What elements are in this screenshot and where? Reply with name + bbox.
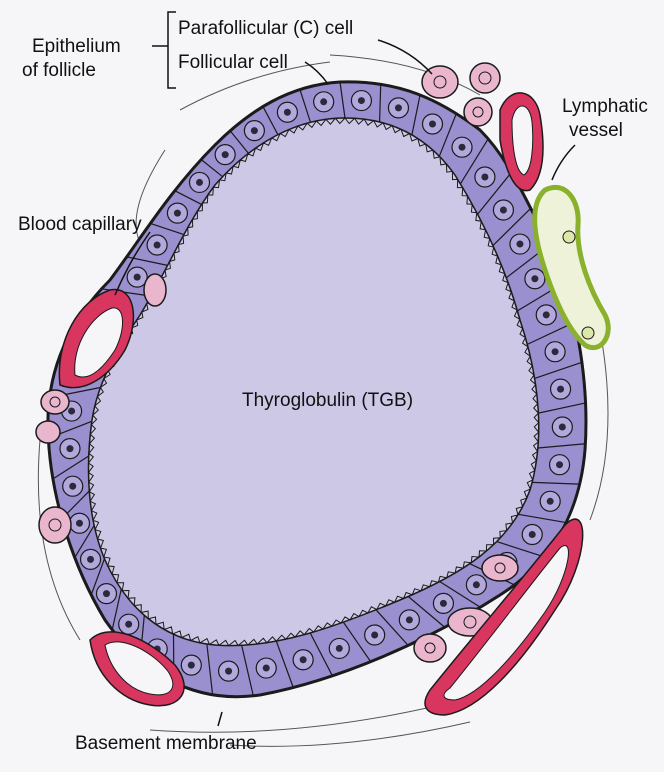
lymphatic-vessel: [532, 185, 611, 351]
nucleolus: [499, 206, 507, 214]
nucleolus: [262, 664, 270, 672]
nucleolus: [335, 644, 343, 652]
cell-boundary: [241, 645, 254, 696]
parafollicular-nuclei: [48, 71, 506, 654]
cell-boundary: [438, 113, 457, 157]
nucleolus: [428, 120, 436, 128]
connective-tissue-fibers: [37, 54, 609, 747]
nucleolus: [556, 461, 564, 469]
nucleolus: [195, 178, 203, 186]
cell-boundary: [375, 609, 409, 646]
lymphatic-label-line1: Lymphatic: [562, 96, 648, 117]
cell-boundary: [262, 106, 279, 135]
nucleolus: [394, 104, 402, 112]
nucleolus: [458, 143, 466, 151]
cell-boundary: [111, 589, 122, 630]
nucleolus: [546, 497, 554, 505]
cell-boundary: [407, 596, 446, 628]
parafollicular-label: Parafollicular (C) cell: [178, 18, 354, 39]
follicular-cell-label: Follicular cell: [178, 52, 288, 73]
cell-boundary: [378, 84, 382, 122]
cell-boundary: [206, 643, 214, 695]
cell-boundary: [74, 525, 95, 558]
nucleolus: [221, 151, 229, 159]
nucleolus: [68, 407, 76, 415]
nucleolus: [299, 656, 307, 664]
cell-boundary: [537, 443, 586, 449]
cell-boundary: [459, 138, 489, 185]
nucleolus: [371, 631, 379, 639]
nucleolus: [69, 482, 77, 490]
lymphatic-cells: [562, 230, 595, 340]
nucleolus: [87, 555, 95, 563]
cell-boundary: [492, 207, 532, 247]
nucleolus: [225, 667, 233, 675]
nucleolus: [75, 519, 83, 527]
nucleolus: [102, 590, 110, 598]
nucleolus: [551, 348, 559, 356]
nucleolus: [250, 127, 258, 135]
cell-boundary: [52, 455, 90, 480]
cell-boundary: [299, 89, 312, 123]
nucleolus: [439, 599, 447, 607]
cell-boundary: [439, 581, 481, 608]
cell-boundary: [309, 632, 333, 677]
nucleolus: [320, 98, 328, 106]
thyroglobulin-label: Thyroglobulin (TGB): [242, 390, 414, 411]
cell-boundary: [342, 621, 372, 662]
nucleolus: [531, 275, 539, 283]
cell-boundary: [411, 94, 421, 135]
epithelium-label-line1: Epithelium: [32, 36, 121, 57]
nucleolus: [173, 209, 181, 217]
nucleolus: [528, 530, 536, 538]
cell-boundary: [90, 558, 106, 596]
cell-boundary: [200, 159, 223, 178]
nucleolus: [283, 108, 291, 116]
follicular-cells: [48, 81, 586, 696]
basement-membrane-label: Basement membrane: [75, 733, 257, 754]
cell-boundary: [518, 513, 567, 524]
nucleolus: [187, 661, 195, 669]
nucleolus: [516, 240, 524, 248]
cell-boundary: [496, 541, 545, 558]
lymphatic-label-line2: vessel: [569, 120, 623, 141]
nucleolus: [558, 423, 566, 431]
cell-boundary: [275, 640, 294, 688]
cell-boundary: [477, 171, 512, 215]
microvilli-fringe: [87, 117, 540, 647]
leader-lines: [114, 11, 576, 727]
nucleolus: [153, 241, 161, 249]
nucleolus: [133, 273, 141, 281]
nucleolus: [557, 385, 565, 393]
cell-boundary: [532, 481, 580, 485]
nucleolus: [481, 173, 489, 181]
nucleolus: [357, 97, 365, 105]
nucleolus: [125, 620, 133, 628]
epithelium-label-line2: of follicle: [22, 60, 96, 81]
cell-boundary: [538, 402, 586, 414]
cell-boundary: [339, 81, 346, 119]
nucleolus: [405, 616, 413, 624]
cell-boundary: [150, 222, 185, 236]
capillary-lumens: [74, 105, 569, 701]
nucleolus: [66, 445, 74, 453]
nucleolus: [472, 581, 480, 589]
blood-capillary-label: Blood capillary: [18, 214, 142, 235]
cell-boundary: [534, 361, 583, 380]
cell-boundary: [229, 130, 249, 154]
nucleolus: [542, 311, 550, 319]
cell-boundary: [174, 190, 202, 205]
